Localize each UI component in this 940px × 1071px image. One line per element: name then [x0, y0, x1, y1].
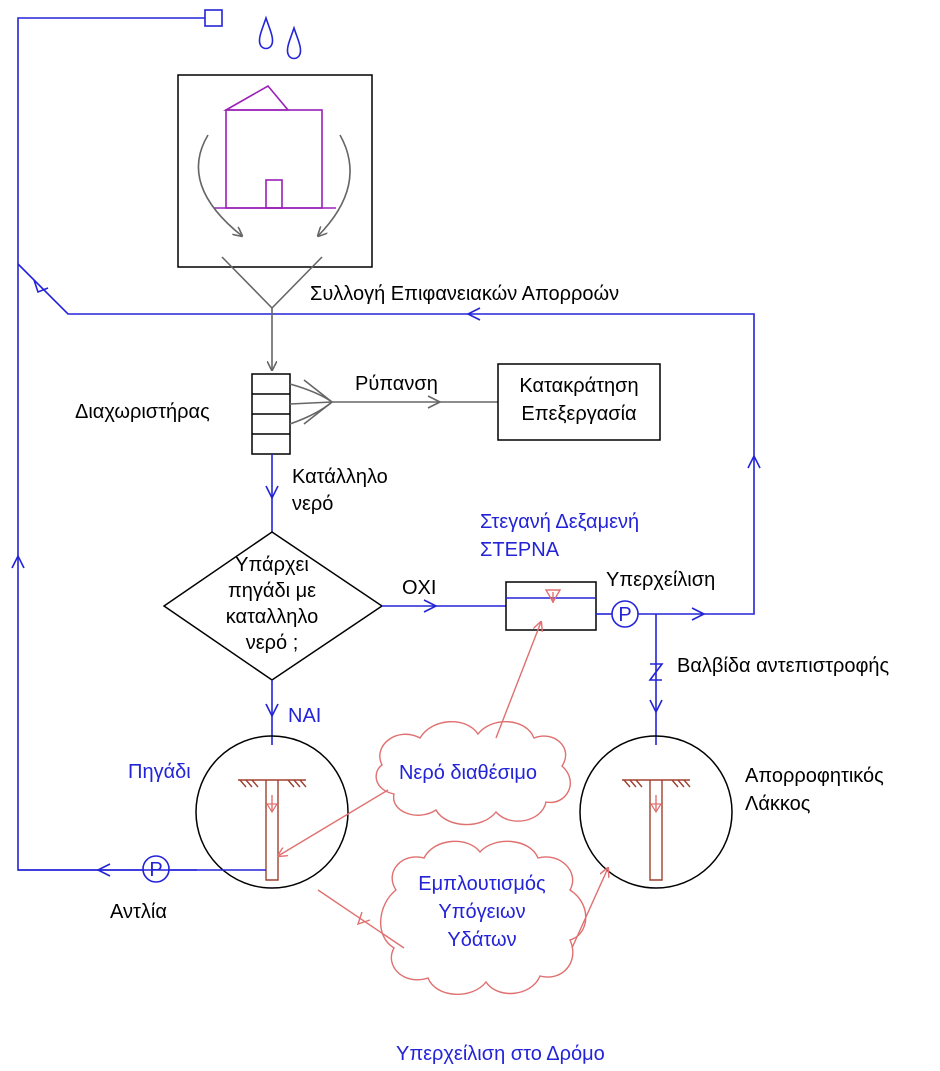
- check-valve-icon: [648, 663, 664, 681]
- retention-label-2: Επεξεργασία: [521, 403, 636, 425]
- arrow-water-to-tank: [495, 622, 541, 739]
- tank-pump-symbol: P: [618, 604, 631, 626]
- soakaway-circle: [579, 735, 733, 889]
- left-arrow-top: [466, 307, 481, 321]
- down-arrow-2: [649, 699, 663, 714]
- road-overflow-label: Υπερχείλιση στο Δρόμο: [396, 1043, 605, 1065]
- retention-box: [497, 363, 661, 441]
- outlet-box: [204, 9, 223, 27]
- up-arrow-left: [11, 554, 25, 569]
- soakaway-label-2: Λάκκος: [745, 793, 811, 815]
- runoff-arrow-left: [197, 134, 242, 236]
- suitable-water-label-2: νερό: [292, 493, 333, 515]
- overflow-return-line: [17, 263, 761, 621]
- catchment-frame: [177, 74, 373, 268]
- surface-runoff-label: Συλλογή Επιφανειακών Απορροών: [310, 283, 619, 305]
- retention-label-1: Κατακράτηση: [519, 375, 638, 397]
- up-arrow-right: [747, 454, 761, 469]
- arrow-recharge-to-soakaway: [571, 868, 608, 949]
- pollution-branch: [289, 379, 498, 425]
- raindrop-icon: [258, 15, 302, 60]
- collection-funnel: [221, 256, 323, 310]
- runoff-arrow-right: [318, 134, 351, 236]
- cistern-tank: [505, 581, 597, 631]
- pump-label: Αντλία: [110, 901, 167, 923]
- recharge-cloud: [379, 840, 587, 996]
- tank-pump: P: [611, 600, 639, 628]
- line-well-to-recharge: [317, 889, 405, 949]
- house-roof: [222, 84, 290, 111]
- water-available-label: Νερό διαθέσιμο: [399, 762, 537, 784]
- arrow-water-to-well: [278, 789, 389, 856]
- well-circle: [195, 735, 349, 889]
- no-arrow: [423, 599, 438, 613]
- house-door: [265, 179, 283, 209]
- left-return-line: [11, 9, 223, 871]
- tank-label-1: Στεγανή Δεξαμενή: [480, 511, 639, 533]
- arrow-head-recharge-left: [356, 911, 371, 926]
- recharge-label-3: Υδάτων: [447, 929, 516, 951]
- yes-arrow: [265, 703, 279, 718]
- recharge-label-2: Υπόγειων: [438, 901, 525, 923]
- recharge-label-1: Εμπλουτισμός: [418, 873, 546, 895]
- catchment-area: [177, 15, 373, 268]
- pollution-label: Ρύπανση: [355, 373, 438, 395]
- decision-text-3: καταλληλο: [226, 606, 318, 628]
- left-arrow-pump: [96, 863, 111, 877]
- well-pump-symbol: P: [149, 859, 162, 881]
- overflow-arrow: [691, 607, 706, 621]
- water-available-cloud: [375, 720, 571, 826]
- check-valve-label: Βαλβίδα αντεπιστροφής: [677, 655, 890, 677]
- up-arrow-diagonal: [33, 279, 49, 294]
- soakaway-label-1: Απορροφητικός: [745, 765, 884, 787]
- decision-text-1: Υπάρχει: [235, 554, 309, 576]
- soakaway-icon: [622, 779, 691, 881]
- tank-label-2: ΣΤΕΡΝΑ: [480, 539, 560, 561]
- separator-label: Διαχωριστήρας: [75, 401, 210, 423]
- overflow-label: Υπερχείλιση: [606, 569, 715, 591]
- yes-label: ΝΑΙ: [288, 705, 321, 727]
- decision-text-2: πηγάδι με: [228, 580, 316, 602]
- well-pump: P: [142, 855, 170, 883]
- suitable-water-label-1: Κατάλληλο: [292, 466, 388, 488]
- separator: [251, 373, 291, 455]
- down-arrow-1: [265, 485, 279, 500]
- house-icon: [225, 109, 323, 209]
- decision-text-4: νερό ;: [246, 632, 299, 654]
- well-label: Πηγάδι: [128, 761, 191, 783]
- no-label: ΟΧΙ: [402, 577, 436, 599]
- well-icon: [238, 779, 307, 881]
